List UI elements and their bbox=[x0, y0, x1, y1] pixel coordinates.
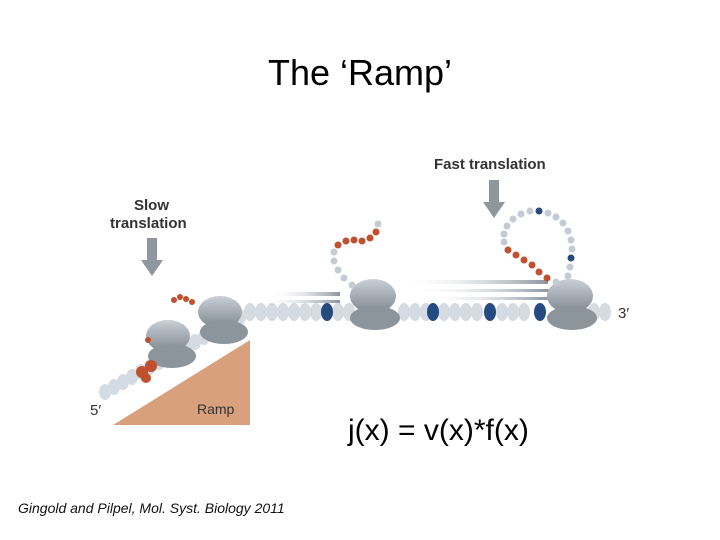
ribosome-ramp-upper bbox=[198, 296, 248, 344]
slow-translation-label-1: Slow bbox=[134, 197, 169, 214]
five-prime-label: 5′ bbox=[90, 402, 101, 419]
ribosome-ramp-lower bbox=[146, 320, 196, 368]
fast-translation-arrow bbox=[483, 180, 505, 218]
peptide-right bbox=[500, 207, 576, 286]
codons-dark bbox=[321, 303, 546, 321]
ramp-label: Ramp bbox=[197, 401, 235, 417]
motion-streaks bbox=[258, 280, 550, 303]
fast-translation-label: Fast translation bbox=[434, 156, 546, 173]
ribosome-right bbox=[547, 279, 597, 330]
slide-title: The ‘Ramp’ bbox=[267, 52, 453, 93]
mrna-strand bbox=[244, 303, 611, 321]
ribosome-middle bbox=[350, 279, 400, 330]
three-prime-label: 3′ bbox=[618, 305, 629, 322]
peptide-middle bbox=[330, 220, 382, 289]
flux-formula: j(x) = v(x)*f(x) bbox=[348, 414, 529, 447]
slow-translation-label-2: translation bbox=[110, 215, 187, 232]
peptide-ramp bbox=[136, 294, 195, 383]
slow-translation-arrow bbox=[141, 238, 163, 276]
citation: Gingold and Pilpel, Mol. Syst. Biology 2… bbox=[18, 500, 285, 516]
ramp-triangle bbox=[113, 340, 250, 425]
